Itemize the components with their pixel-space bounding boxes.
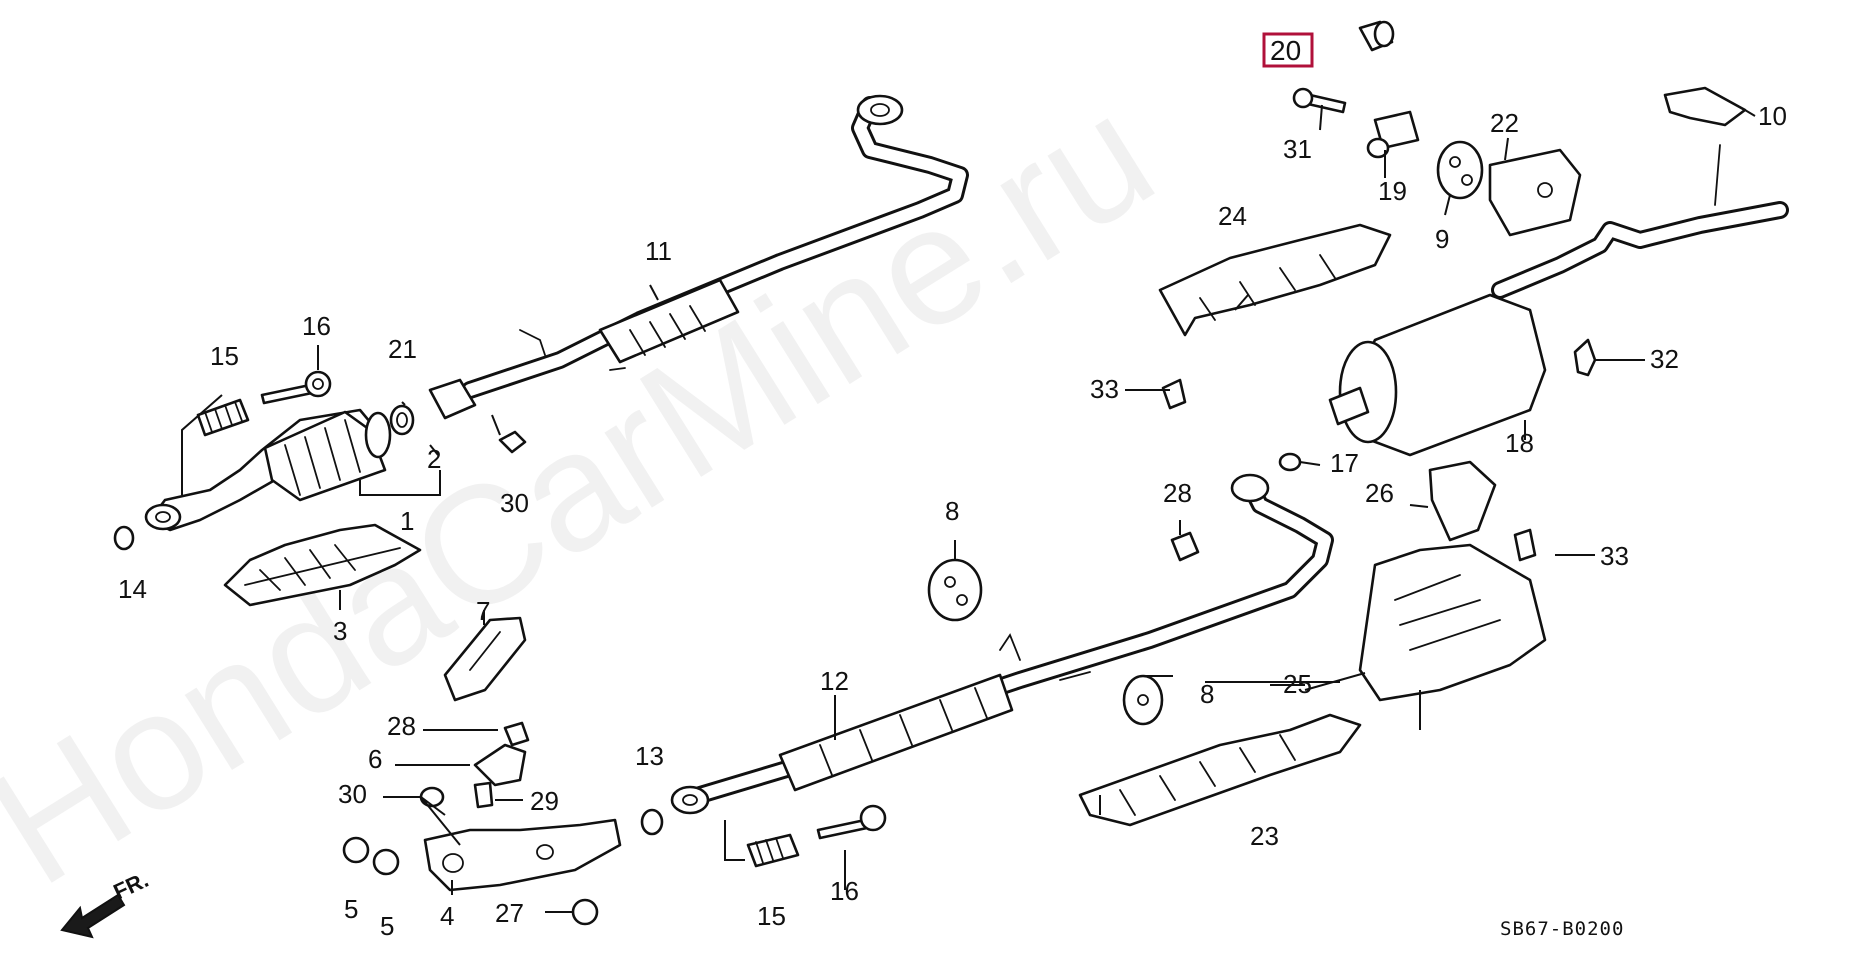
heat-shield-3 — [223, 523, 422, 607]
callout-18: 18 — [1505, 428, 1534, 458]
callout-8b: 8 — [1200, 679, 1214, 709]
callout-32: 32 — [1650, 344, 1679, 374]
callout-28b: 28 — [1163, 478, 1192, 508]
rubber-9 — [1436, 140, 1484, 200]
callout-10: 10 — [1758, 101, 1787, 131]
callout-24: 24 — [1218, 201, 1247, 231]
callout-4: 4 — [440, 901, 454, 931]
bracket-22 — [1488, 148, 1582, 237]
callout-29: 29 — [530, 786, 559, 816]
callout-8a: 8 — [945, 496, 959, 526]
nut-30-top — [498, 430, 527, 454]
heat-shield-25 — [1358, 543, 1547, 702]
bolt-29 — [473, 781, 494, 809]
rubber-8-lower — [1122, 674, 1164, 726]
center-pipe-12 — [670, 473, 1334, 815]
bolt-16-front — [260, 370, 332, 405]
nut-28-right — [1170, 531, 1200, 562]
callout-21: 21 — [388, 334, 417, 364]
rubber-8-upper — [927, 558, 983, 622]
gasket-21 — [389, 404, 415, 436]
callout-9: 9 — [1435, 224, 1449, 254]
bracket-6 — [473, 743, 527, 787]
front-pipe-assembly — [144, 408, 392, 532]
bracket-26 — [1428, 460, 1497, 542]
callout-27: 27 — [495, 898, 524, 928]
callout-17: 17 — [1330, 448, 1359, 478]
callout-20: 20 — [1270, 35, 1301, 66]
stay-10 — [1663, 86, 1747, 206]
callout-25: 25 — [1283, 669, 1312, 699]
callout-3: 3 — [333, 616, 347, 646]
callout-14: 14 — [118, 574, 147, 604]
callout-2: 2 — [427, 444, 441, 474]
callout-leaders — [181, 104, 1756, 913]
nut-13 — [640, 808, 664, 836]
callout-31: 31 — [1283, 134, 1312, 164]
heat-shield-24 — [1158, 223, 1392, 337]
callout-15a: 15 — [210, 341, 239, 371]
muffler-18 — [1328, 201, 1789, 457]
callout-33a: 33 — [1090, 374, 1119, 404]
callout-11: 11 — [645, 236, 672, 266]
callout-15b: 15 — [757, 901, 786, 931]
callout-33b: 33 — [1600, 541, 1629, 571]
bracket-7 — [443, 616, 527, 702]
bolt-32 — [1573, 338, 1597, 377]
callout-30a: 30 — [338, 779, 367, 809]
callout-5a: 5 — [344, 894, 358, 924]
bracket-19 — [1366, 110, 1420, 159]
callout-6: 6 — [368, 744, 382, 774]
callout-12: 12 — [820, 666, 849, 696]
nut-30-lower — [419, 786, 445, 808]
bracket-4 — [423, 818, 622, 892]
callout-26: 26 — [1365, 478, 1394, 508]
heat-shield-23 — [1078, 713, 1362, 827]
nut-17 — [1278, 452, 1302, 472]
watermark: HondaCarMine.ru — [0, 58, 1184, 920]
diagram-code: SB67-B0200 — [1500, 918, 1624, 940]
callout-22: 22 — [1490, 108, 1519, 138]
callout-7: 7 — [476, 596, 490, 626]
callout-23: 23 — [1250, 821, 1279, 851]
spring-15-front — [196, 398, 250, 437]
bolt-16-lower — [816, 804, 887, 840]
callout-1: 1 — [400, 506, 414, 536]
collar-20 — [1358, 20, 1395, 52]
highlight-box — [1262, 32, 1314, 68]
callout-16a: 16 — [302, 311, 331, 341]
callout-16b: 16 — [830, 876, 859, 906]
nuts-5 — [342, 836, 400, 876]
center-pipe-11 — [428, 94, 969, 420]
bolt-33-right — [1513, 528, 1537, 562]
callout-5b: 5 — [380, 911, 394, 941]
callouts: 1 2 3 4 5 5 6 7 8 8 9 10 11 12 13 14 15 … — [118, 35, 1787, 941]
bolt-31 — [1292, 87, 1347, 114]
callout-28a: 28 — [387, 711, 416, 741]
spring-15-lower — [746, 833, 800, 868]
callout-30b: 30 — [500, 488, 529, 518]
nut-28-left — [503, 721, 530, 747]
front-arrow-icon — [60, 893, 126, 939]
bolt-33-left — [1161, 378, 1187, 410]
callout-19: 19 — [1378, 176, 1407, 206]
nut-14 — [113, 525, 135, 551]
nut-27 — [571, 898, 599, 926]
callout-13: 13 — [635, 741, 664, 771]
